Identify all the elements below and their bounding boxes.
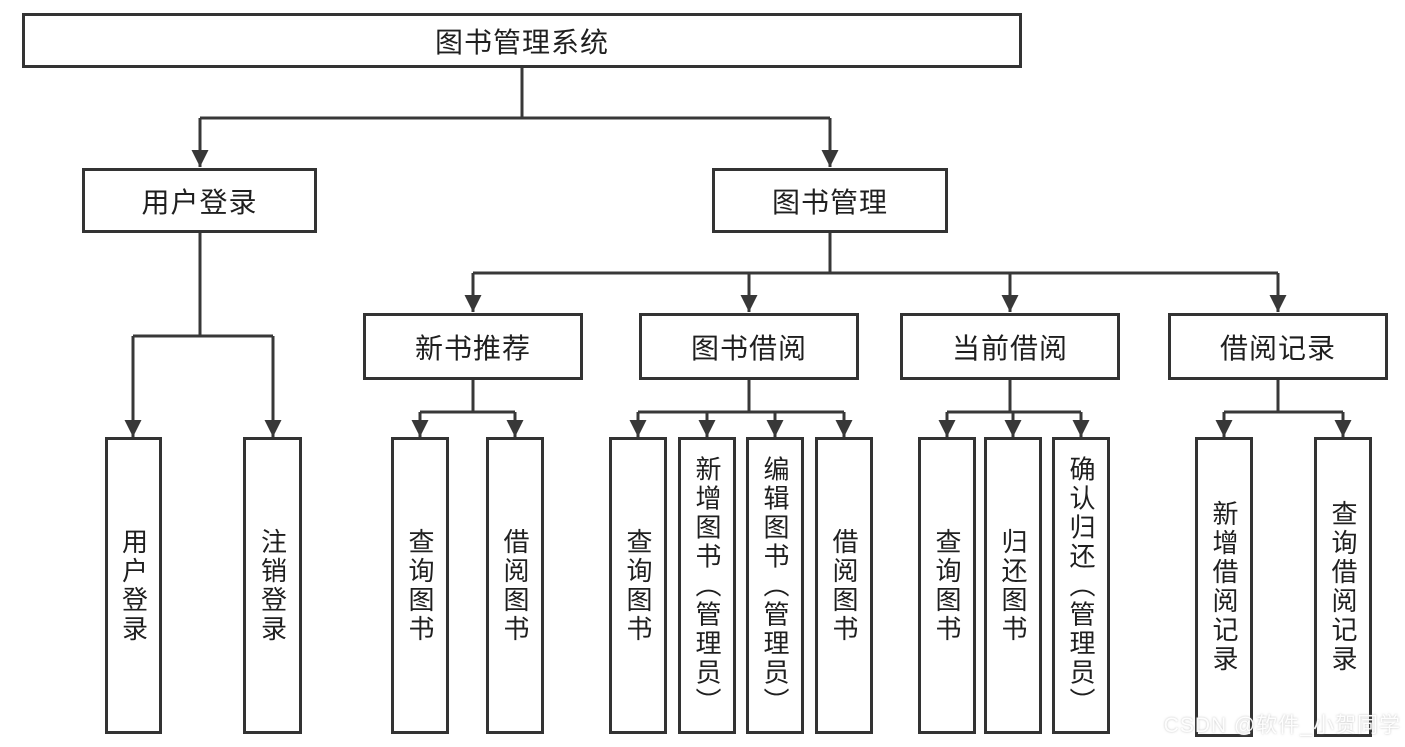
leaf-label: 归还图书: [998, 527, 1028, 644]
leaf-label: 借阅图书: [500, 527, 530, 644]
node-user-login: 用户登录: [82, 168, 317, 233]
node-root-library-system: 图书管理系统: [22, 13, 1022, 68]
node-current-borrowing: 当前借阅: [900, 313, 1120, 380]
leaf-borrow-books-1: 借阅图书: [486, 437, 544, 734]
leaf-user-login: 用户登录: [105, 437, 162, 734]
node-book-management: 图书管理: [712, 168, 948, 233]
leaf-label: 借阅图书: [829, 527, 859, 644]
leaf-label: 查询图书: [932, 527, 962, 644]
leaf-label: 新增图书（管理员）: [692, 455, 722, 716]
leaf-search-books-3: 查询图书: [918, 437, 976, 734]
node-book-borrowing: 图书借阅: [639, 313, 859, 380]
leaf-search-borrow-record: 查询借阅记录: [1314, 437, 1372, 737]
leaf-label: 编辑图书（管理员）: [760, 455, 790, 716]
leaf-search-books-2: 查询图书: [609, 437, 667, 734]
leaf-label: 用户登录: [118, 527, 149, 644]
node-new-book-recommendation: 新书推荐: [363, 313, 583, 380]
leaf-label: 查询图书: [623, 527, 653, 644]
leaf-label: 注销登录: [257, 527, 288, 644]
leaf-label: 查询借阅记录: [1328, 500, 1358, 674]
leaf-label: 确认归还（管理员）: [1066, 455, 1096, 716]
leaf-borrow-books-2: 借阅图书: [815, 437, 873, 734]
csdn-watermark: CSDN @软件_小贺同学: [1163, 714, 1401, 737]
leaf-logout: 注销登录: [243, 437, 302, 734]
leaf-label: 新增借阅记录: [1209, 500, 1239, 674]
leaf-return-books: 归还图书: [984, 437, 1042, 734]
leaf-search-books-1: 查询图书: [391, 437, 449, 734]
leaf-add-books-admin: 新增图书（管理员）: [678, 437, 736, 734]
node-borrowing-records: 借阅记录: [1168, 313, 1388, 380]
leaf-label: 查询图书: [405, 527, 435, 644]
leaf-confirm-return-admin: 确认归还（管理员）: [1052, 437, 1110, 734]
leaf-edit-books-admin: 编辑图书（管理员）: [746, 437, 804, 734]
leaf-add-borrow-record: 新增借阅记录: [1195, 437, 1253, 737]
